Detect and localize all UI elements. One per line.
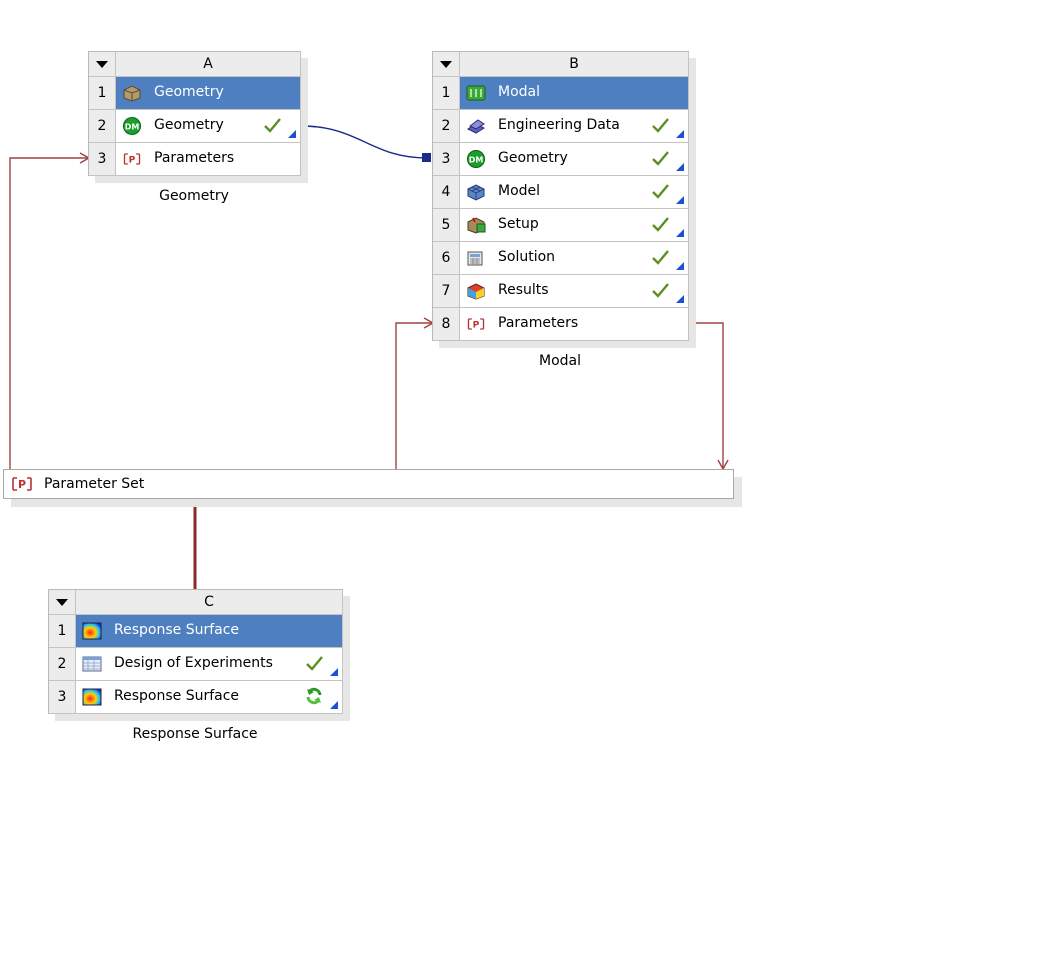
engineering-data-icon <box>466 117 486 135</box>
geometry-link <box>300 125 429 159</box>
geometry-box-icon <box>122 84 142 102</box>
expand-corner-icon[interactable] <box>330 668 338 676</box>
system-b-cell-5[interactable]: Setup <box>459 208 689 242</box>
results-icon <box>466 282 486 300</box>
designmodeler-icon: DM <box>466 150 486 168</box>
check-icon <box>650 247 670 267</box>
system-c-caption: Response Surface <box>132 726 258 742</box>
system-a-letter: A <box>115 52 301 77</box>
svg-text:DM: DM <box>469 156 484 165</box>
check-icon <box>650 148 670 168</box>
system-b-cell-6[interactable]: Solution <box>459 241 689 275</box>
parameters-icon: P <box>10 475 34 493</box>
expand-corner-icon[interactable] <box>288 130 296 138</box>
system-c-cell-1[interactable]: Response Surface <box>75 614 343 648</box>
geometry-link-end <box>422 153 431 162</box>
expand-corner-icon[interactable] <box>676 130 684 138</box>
system-b-cell-2[interactable]: Engineering Data <box>459 109 689 143</box>
setup-icon <box>466 216 486 234</box>
parameter-link-a <box>9 157 88 470</box>
modal-icon <box>466 84 486 102</box>
system-b-caption: Modal <box>539 353 581 369</box>
expand-corner-icon[interactable] <box>676 229 684 237</box>
design-of-experiments-icon <box>82 655 102 673</box>
system-b-letter: B <box>459 52 689 77</box>
response-surface-icon <box>82 688 102 706</box>
parameter-set-bar[interactable]: P Parameter Set <box>3 469 734 499</box>
check-icon <box>304 653 324 673</box>
parameter-link-b-output <box>689 322 724 469</box>
system-a-menu-button[interactable] <box>89 52 116 77</box>
expand-corner-icon[interactable] <box>676 295 684 303</box>
check-icon <box>650 280 670 300</box>
system-b-cell-1[interactable]: Modal <box>459 76 689 110</box>
expand-corner-icon[interactable] <box>676 262 684 270</box>
check-icon <box>650 115 670 135</box>
parameters-icon: P <box>466 315 486 333</box>
check-icon <box>262 115 282 135</box>
system-c[interactable]: C 1 Response Surface 2 Design of Experim… <box>48 589 343 714</box>
refresh-icon <box>304 686 324 706</box>
svg-text:DM: DM <box>125 123 140 132</box>
check-icon <box>650 214 670 234</box>
check-icon <box>650 181 670 201</box>
solution-icon <box>466 249 486 267</box>
system-a-caption: Geometry <box>159 188 229 204</box>
system-c-cell-2[interactable]: Design of Experiments <box>75 647 343 681</box>
system-c-cell-3[interactable]: Response Surface <box>75 680 343 714</box>
designmodeler-icon: DM <box>122 117 142 135</box>
svg-text:P: P <box>473 319 480 330</box>
expand-corner-icon[interactable] <box>676 196 684 204</box>
parameter-link-b-input <box>395 322 432 469</box>
system-a-cell-1[interactable]: Geometry <box>115 76 301 110</box>
system-b-cell-7[interactable]: Results <box>459 274 689 308</box>
svg-text:P: P <box>129 154 136 165</box>
parameter-set-label: Parameter Set <box>44 476 145 492</box>
model-icon <box>466 183 486 201</box>
response-surface-icon <box>82 622 102 640</box>
system-b-cell-4[interactable]: Model <box>459 175 689 209</box>
expand-corner-icon[interactable] <box>330 701 338 709</box>
system-c-letter: C <box>75 590 343 615</box>
system-c-menu-button[interactable] <box>49 590 76 615</box>
parameters-icon: P <box>122 150 142 168</box>
expand-corner-icon[interactable] <box>676 163 684 171</box>
system-b-menu-button[interactable] <box>433 52 460 77</box>
svg-text:P: P <box>18 478 26 491</box>
